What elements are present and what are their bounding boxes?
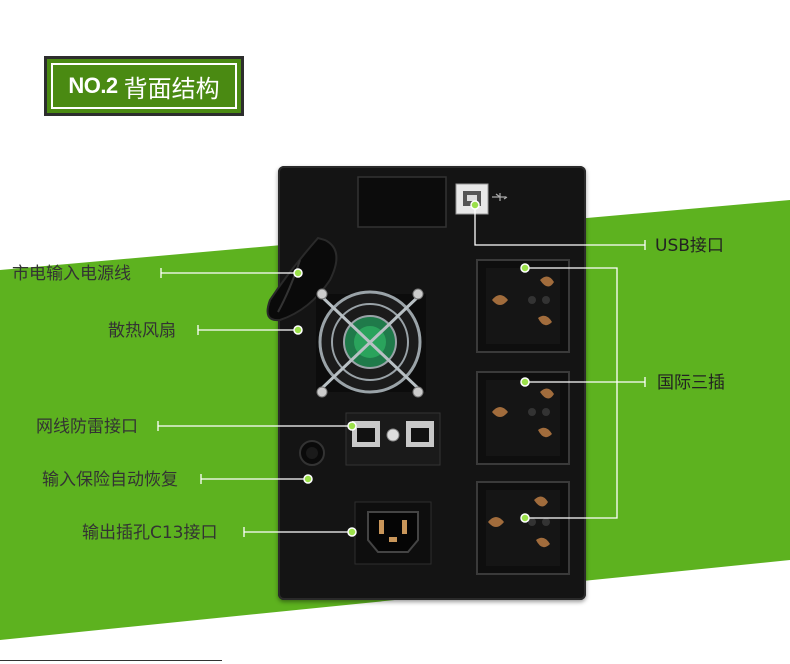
usb-symbol-icon: [492, 193, 508, 201]
section-title: NO.2 背面结构: [44, 56, 244, 116]
label-intl-socket: 国际三插: [657, 373, 725, 393]
section-heading: 背面结构: [123, 74, 220, 103]
usb-port-icon: [455, 183, 489, 215]
divider: [0, 660, 222, 661]
label-power-input: 市电输入电源线: [12, 264, 131, 284]
label-c13: 输出插孔C13接口: [82, 523, 218, 543]
cooling-fan-icon: [316, 288, 426, 398]
section-number: NO.2: [68, 73, 118, 98]
universal-socket-icon: [476, 259, 570, 353]
universal-socket-icon: [476, 371, 570, 465]
label-fuse: 输入保险自动恢复: [42, 470, 178, 490]
universal-socket-icon: [476, 481, 570, 575]
label-fan: 散热风扇: [108, 321, 176, 341]
top-panel: [357, 176, 447, 228]
label-lightning-port: 网线防雷接口: [36, 417, 138, 437]
c13-outlet-icon: [354, 501, 432, 565]
network-port-icon: [345, 412, 441, 466]
callout-lines: [157, 205, 646, 537]
callout-dots: [293, 200, 530, 537]
label-usb: USB接口: [655, 236, 724, 256]
